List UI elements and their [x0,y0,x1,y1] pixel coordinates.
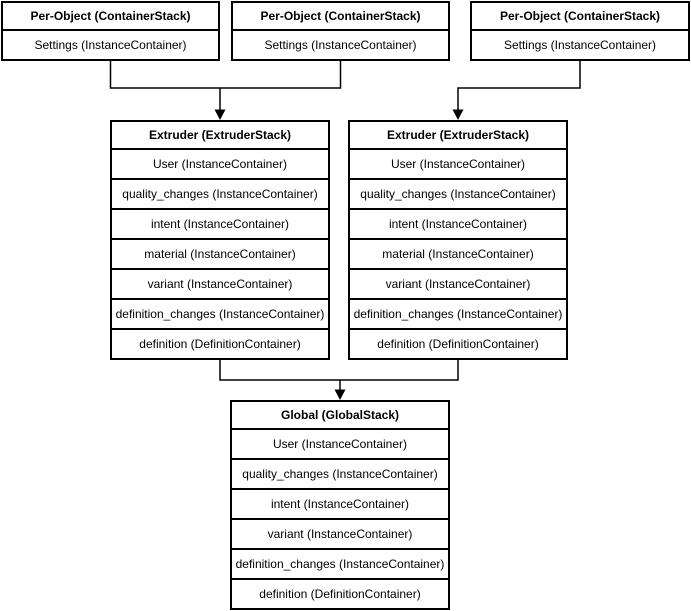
stack-row: quality_changes (InstanceContainer) [112,178,328,208]
stack-row: variant (InstanceContainer) [112,268,328,298]
stack-row: variant (InstanceContainer) [350,268,566,298]
stack-global: Global (GlobalStack) User (InstanceConta… [230,400,450,610]
edge-extruders-to-global [219,360,459,391]
arrowhead-icon [334,389,346,400]
stack-row: material (InstanceContainer) [350,238,566,268]
stack-title: Per-Object (ContainerStack) [30,9,191,23]
stack-row: intent (InstanceContainer) [112,208,328,238]
stack-title: Global (GlobalStack) [280,408,400,422]
stack-per-object-2: Per-Object (ContainerStack) Settings (In… [231,1,450,61]
stack-extruder-2: Extruder (ExtruderStack) User (InstanceC… [348,120,568,360]
stack-extruder-1: Extruder (ExtruderStack) User (InstanceC… [110,120,330,360]
edge-perobjects-to-extruder1 [109,60,342,111]
stack-row: quality_changes (InstanceContainer) [232,458,448,488]
stack-row: Settings (InstanceContainer) [233,29,448,59]
stack-row: definition_changes (InstanceContainer) [112,298,328,328]
stack-per-object-3: Per-Object (ContainerStack) Settings (In… [470,1,690,61]
stack-row: definition_changes (InstanceContainer) [350,298,566,328]
stack-title: Extruder (ExtruderStack) [386,128,530,142]
stack-row: material (InstanceContainer) [112,238,328,268]
stack-row: User (InstanceContainer) [232,428,448,458]
stack-row: User (InstanceContainer) [350,148,566,178]
arrowhead-icon [214,109,226,120]
stack-row: variant (InstanceContainer) [232,518,448,548]
stack-row: definition (DefinitionContainer) [350,328,566,358]
arrowhead-icon [452,109,464,120]
stack-row: definition_changes (InstanceContainer) [232,548,448,578]
stack-row: intent (InstanceContainer) [350,208,566,238]
stack-per-object-1: Per-Object (ContainerStack) Settings (In… [1,1,220,61]
stack-row: Settings (InstanceContainer) [472,29,688,59]
edge-perobject3-to-extruder2 [457,60,581,111]
stack-row: quality_changes (InstanceContainer) [350,178,566,208]
stack-row: Settings (InstanceContainer) [3,29,218,59]
stack-row: intent (InstanceContainer) [232,488,448,518]
stack-title: Per-Object (ContainerStack) [499,9,661,23]
stack-row: definition (DefinitionContainer) [112,328,328,358]
stack-row: definition (DefinitionContainer) [232,578,448,608]
stack-title: Extruder (ExtruderStack) [148,128,292,142]
stack-row: User (InstanceContainer) [112,148,328,178]
stack-title: Per-Object (ContainerStack) [260,9,421,23]
